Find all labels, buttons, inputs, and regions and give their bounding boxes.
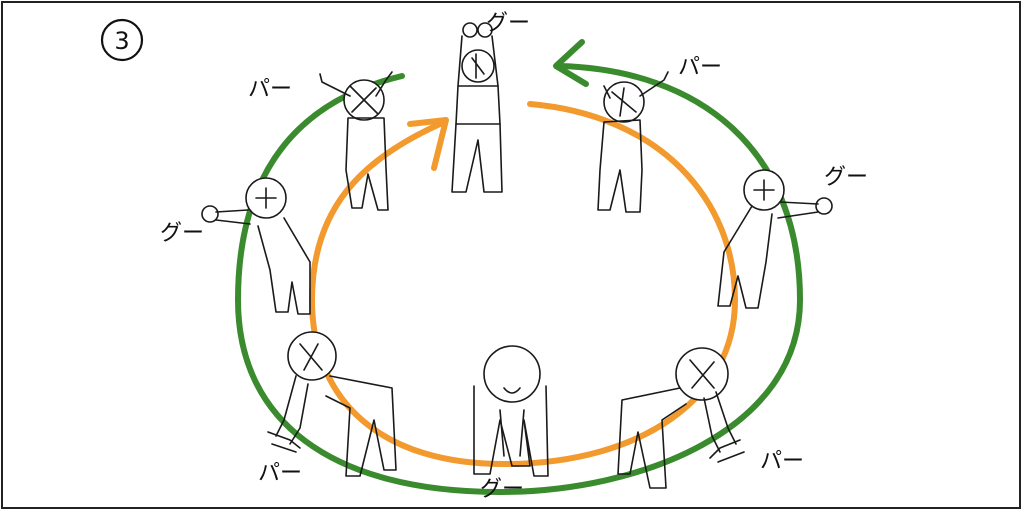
label-lower-right: パー: [760, 449, 804, 474]
figure-upper-left-arms-up: [319, 71, 393, 211]
label-mid-right: グー: [824, 165, 868, 190]
step-number-badge: 3: [100, 18, 144, 62]
figure-mid-right-leaning: [717, 169, 833, 309]
figure-lower-right-bent: [617, 347, 745, 489]
inner-loop-arrowhead-icon: [407, 117, 449, 171]
step-number: 3: [114, 27, 129, 55]
figure-mid-left-leaning: [201, 177, 311, 315]
figure-lower-left-bent: [267, 331, 397, 477]
label-upper-right: パー: [678, 55, 722, 80]
label-lower-left: パー: [258, 461, 302, 486]
label-upper-left: パー: [248, 77, 292, 102]
label-top: グー: [486, 11, 530, 36]
outer-loop-arrow: [234, 63, 804, 496]
inner-loop-arrow: [308, 101, 739, 468]
figure-upper-right-arms-up: [597, 71, 669, 213]
step-circle-icon: [100, 18, 144, 62]
outer-loop-arrowhead-icon: [553, 39, 589, 87]
label-bottom: グー: [480, 477, 524, 502]
figure-bottom-fully-bent: [473, 345, 549, 477]
label-mid-left: グー: [160, 221, 204, 246]
figure-top-arms-raised: [451, 22, 503, 193]
